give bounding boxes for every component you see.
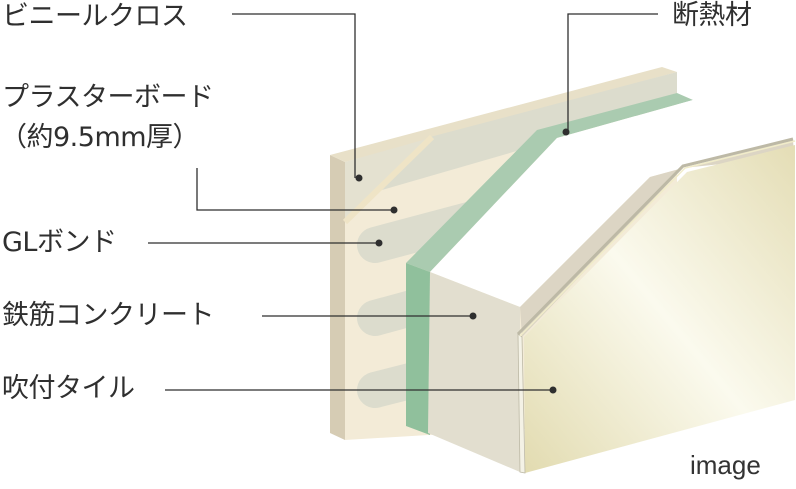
insulation-top	[406, 93, 693, 272]
concrete-top	[430, 90, 790, 307]
spray-tile-top-highlight	[519, 140, 796, 337]
label-insulation: 断熱材	[672, 0, 752, 31]
spray-tile-face	[524, 145, 795, 473]
dot-spray-tile	[549, 386, 557, 394]
dot-concrete	[469, 312, 477, 320]
dot-insulation	[562, 128, 570, 136]
dot-gl-bond	[375, 239, 383, 247]
dot-plasterboard	[390, 206, 398, 214]
label-spray-tile: 吹付タイル	[2, 373, 135, 404]
plasterboard-top-edge	[330, 67, 677, 162]
label-plasterboard-thickness: （約9.5mm厚）	[0, 122, 200, 153]
leader-plasterboard	[196, 168, 393, 211]
plasterboard-side	[330, 155, 345, 440]
leader-vinyl-cloth	[232, 13, 356, 178]
plasterboard-edge	[342, 134, 435, 225]
concrete-front	[428, 272, 520, 472]
label-vinyl-cloth: ビニールクロス	[2, 1, 188, 32]
leader-lines	[148, 13, 658, 391]
label-gl-bond: GLボンド	[2, 227, 117, 258]
leader-dots	[355, 128, 570, 394]
label-plasterboard: プラスターボード	[2, 82, 214, 113]
dot-vinyl-cloth	[355, 174, 363, 182]
spray-tile-top-edge	[516, 137, 794, 336]
insulation-front	[406, 263, 430, 435]
leader-insulation	[567, 13, 658, 130]
label-reinforced-concrete: 鉄筋コンクリート	[2, 300, 215, 331]
image-note: image	[690, 450, 761, 480]
vinyl-cloth-layer-top	[382, 72, 677, 190]
